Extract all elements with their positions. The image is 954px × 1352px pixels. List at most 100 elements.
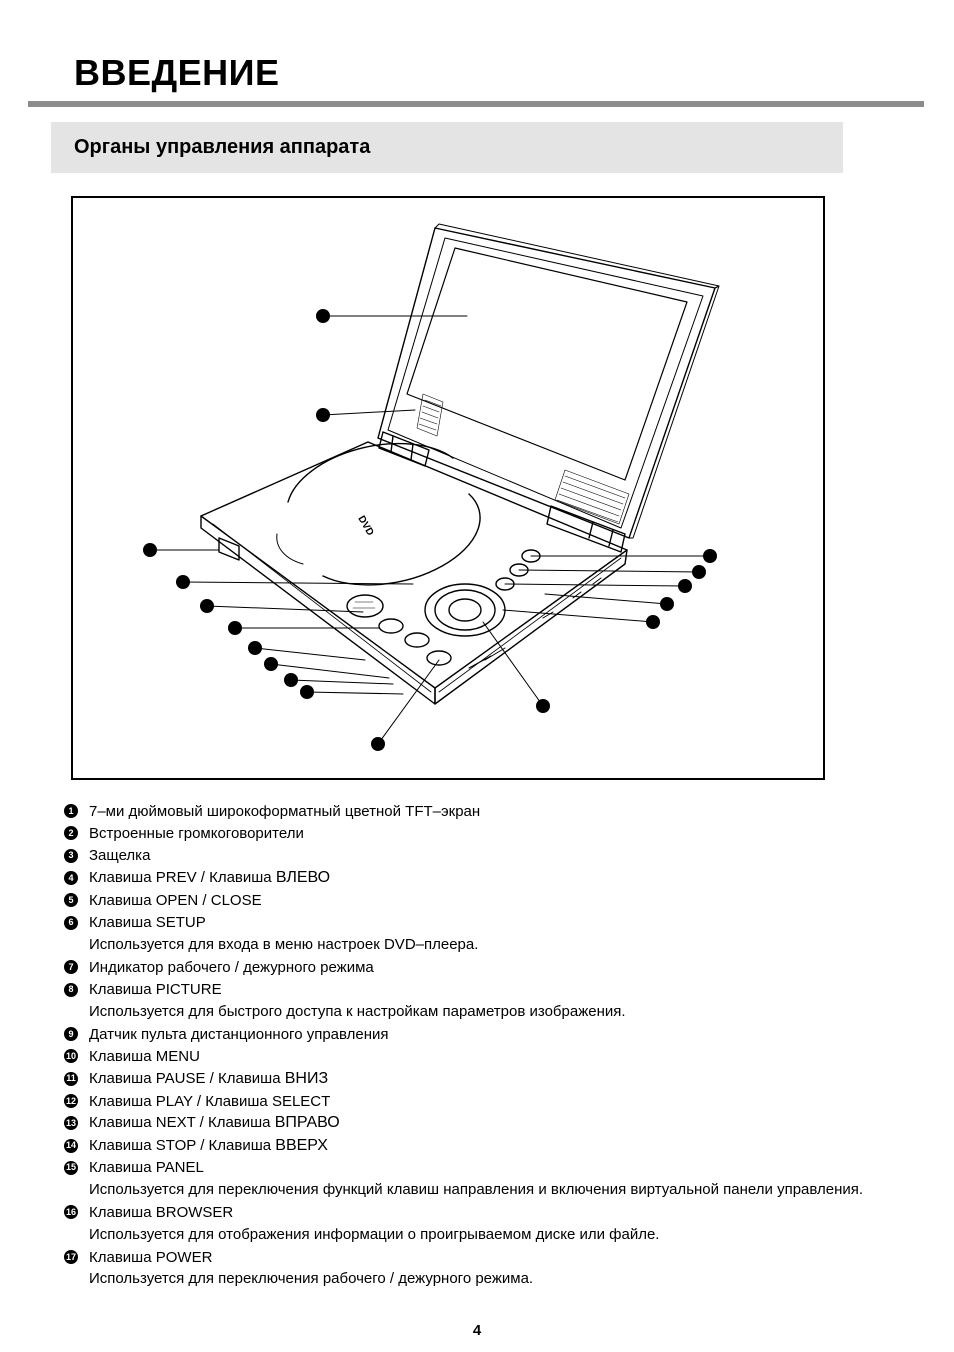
lid-outline (377, 227, 716, 539)
item-label-part: 7–ми дюймовый широкоформатный цветной TF… (89, 802, 481, 820)
item-label-part: Клавиша (89, 1114, 156, 1132)
item-label-part: STOP (155, 1136, 197, 1154)
item-label-part: Защелка (89, 847, 151, 865)
section-header: Органы управления аппарата (51, 122, 843, 173)
picture-button (404, 632, 430, 648)
item-label: Защелка (89, 847, 150, 864)
item-label-part: Клавиша (89, 1136, 156, 1154)
right-speaker-icon (554, 469, 630, 525)
base-right (434, 549, 628, 705)
item-label: Клавиша PANEL (89, 1159, 204, 1176)
item-number-badge: 6 (64, 915, 78, 930)
remote-sensor (346, 594, 384, 618)
item-label-part: BROWSER (155, 1203, 234, 1221)
item-label-part: PREV / (155, 869, 205, 887)
item-label: Клавиша PREV / Клавиша ВЛЕВО (89, 869, 330, 887)
item-label-part: Клавиша (89, 1092, 156, 1110)
item-label-part: Клавиша (89, 891, 156, 909)
list-item: 4 Клавиша PREV / Клавиша ВЛЕВО (64, 867, 884, 889)
item-label-part: ВНИЗ (284, 1069, 329, 1087)
page-title: ВВЕДЕНИЕ (74, 52, 280, 93)
item-label-part: / Клавиша (195, 1114, 275, 1132)
item-label-part: PLAY (155, 1092, 193, 1110)
list-item: 7 Индикатор рабочего / дежурного режима (64, 956, 884, 978)
list-item: 17 Клавиша POWER Используется для переключ… (64, 1246, 884, 1291)
page-number: 4 (472, 1322, 482, 1339)
item-label-part: Клавиша (89, 914, 156, 932)
item-number-badge: 11 (64, 1071, 78, 1086)
item-number-badge: 14 (64, 1138, 78, 1153)
dvd-player-drawing: DVD (143, 223, 720, 751)
item-description: Используется для отображения информации … (89, 1225, 660, 1243)
item-label-part: ВПРАВО (274, 1114, 340, 1132)
nav-ring-inner (434, 589, 496, 631)
item-number-badge: 4 (64, 871, 78, 886)
item-label-part: POWER (155, 1248, 213, 1266)
item-number-badge: 2 (64, 826, 78, 841)
item-label-part: ВВЕРХ (275, 1136, 328, 1154)
latch (218, 537, 240, 561)
item-label: Клавиша MENU (89, 1048, 200, 1065)
item-label-part: SETUP (155, 914, 206, 932)
item-label-part: Клавиша (89, 1047, 156, 1065)
list-item: 2 Встроенные громкоговорители (64, 822, 884, 844)
play-button (448, 598, 482, 622)
item-label: Клавиша PLAY / Клавиша SELECT (89, 1093, 330, 1110)
item-label: Клавиша OPEN / CLOSE (89, 892, 262, 909)
item-label-part: Клавиша (213, 1069, 285, 1087)
title-divider (28, 101, 924, 107)
left-speaker-icon (416, 393, 444, 437)
item-description: Используется для переключения рабочего /… (89, 1270, 534, 1288)
list-item: 1 7–ми дюймовый широкоформатный цветной T… (64, 800, 884, 822)
item-label: Клавиша BROWSER (89, 1204, 233, 1221)
item-description: Используется для входа в меню настроек D… (89, 935, 479, 953)
item-number-badge: 5 (64, 893, 78, 908)
item-label-part: Клавиша (89, 1203, 156, 1221)
item-label-part: PANEL (155, 1159, 204, 1177)
item-description: Используется для переключения функций кл… (89, 1181, 864, 1199)
lid-inner (387, 237, 704, 529)
list-item: 10 Клавиша MENU (64, 1045, 884, 1067)
dvd-logo: DVD (355, 514, 375, 538)
item-number-badge: 8 (64, 982, 78, 997)
item-number-badge: 9 (64, 1027, 78, 1042)
item-number-badge: 1 (64, 804, 78, 819)
item-number-badge: 7 (64, 960, 78, 975)
hinge-right (546, 505, 626, 553)
list-item: 11 Клавиша PAUSE / Клавиша ВНИЗ (64, 1068, 884, 1090)
screen (406, 247, 688, 481)
item-label-part: Клавиша (89, 1159, 156, 1177)
item-label: Индикатор рабочего / дежурного режима (89, 959, 374, 976)
device-illustration: DVD (71, 196, 825, 780)
item-label-part: Встроенные громкоговорители (89, 824, 304, 842)
list-item: 6 Клавиша SETUP Используется для входа в м… (64, 911, 884, 956)
item-label: Клавиша STOP / Клавиша ВВЕРХ (89, 1137, 328, 1155)
callout-lines (149, 315, 711, 745)
item-label-part: Датчик пульта дистанционного управления (89, 1025, 389, 1043)
item-number-badge: 17 (64, 1250, 78, 1265)
item-number-badge: 10 (64, 1049, 78, 1064)
item-label: Клавиша POWER (89, 1249, 212, 1266)
item-label-part: NEXT (155, 1114, 196, 1132)
item-label-part: SELECT (271, 1092, 331, 1110)
list-item: 14 Клавиша STOP / Клавиша ВВЕРХ (64, 1134, 884, 1156)
item-label-part: ВЛЕВО (275, 869, 331, 887)
item-label: Клавиша SETUP (89, 914, 206, 931)
setup-button (378, 618, 404, 634)
item-label-part: Клавиша (89, 869, 156, 887)
list-item: 12 Клавиша PLAY / Клавиша SELECT (64, 1090, 884, 1112)
item-number-badge: 12 (64, 1094, 78, 1108)
item-label-part: PICTURE (155, 981, 222, 999)
controls-list: 1 7–ми дюймовый широкоформатный цветной T… (64, 800, 884, 1291)
item-label: Клавиша PICTURE (89, 981, 222, 998)
callout-dots (143, 309, 717, 751)
list-item: 3 Защелка (64, 845, 884, 867)
nav-ring-outer (424, 583, 506, 637)
item-label-part: MENU (155, 1047, 200, 1065)
item-label: Клавиша PAUSE / Клавиша ВНИЗ (89, 1070, 328, 1088)
item-label-part: / Клавиша (196, 1136, 276, 1154)
item-number-badge: 3 (64, 848, 78, 863)
